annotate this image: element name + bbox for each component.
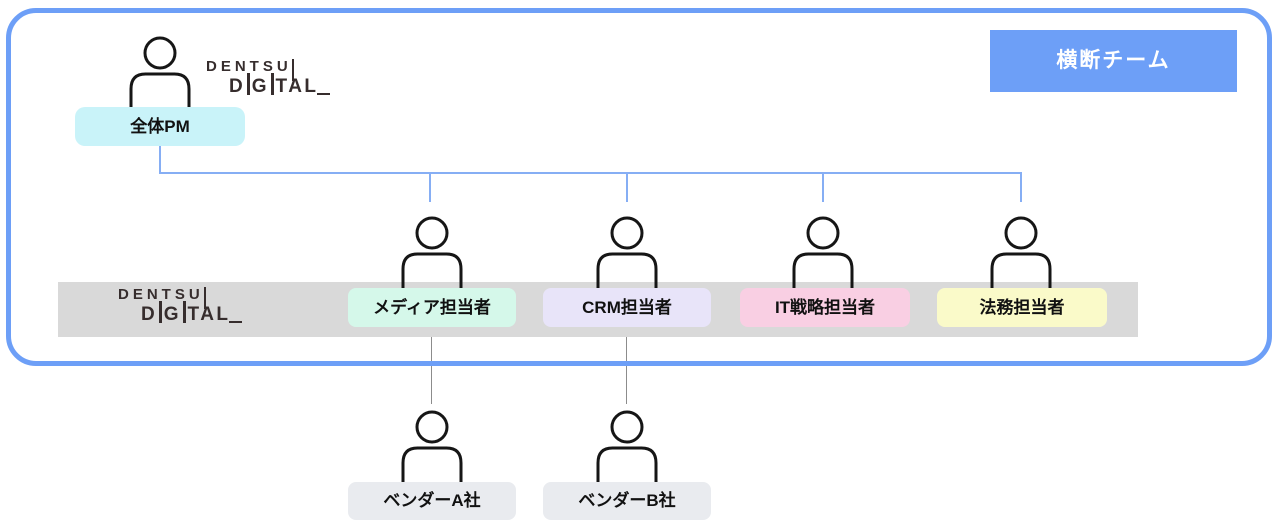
logo-bar-icon	[271, 73, 274, 95]
connector-pm-down	[159, 146, 161, 173]
connector-drop-legal	[1020, 174, 1022, 202]
cross-team-banner: 横断チーム	[990, 30, 1237, 92]
connector-vendor-b	[626, 328, 627, 404]
connector-drop-it	[822, 174, 824, 202]
logo-foot	[228, 320, 242, 323]
node-vendor-a: ベンダーA社	[348, 482, 516, 520]
logo-line1: DENTSU	[118, 286, 204, 303]
node-legal-lead: 法務担当者	[937, 288, 1107, 327]
node-it-strategy-lead: IT戦略担当者	[740, 288, 910, 327]
logo-bar-icon	[247, 73, 250, 95]
person-icon	[594, 410, 660, 482]
connector-vendor-a	[431, 328, 432, 404]
connector-drop-crm	[626, 174, 628, 202]
node-media-lead: メディア担当者	[348, 288, 516, 327]
person-icon	[594, 216, 660, 288]
person-icon	[399, 216, 465, 288]
node-crm-lead: CRM担当者	[543, 288, 711, 327]
connector-drop-media	[429, 174, 431, 202]
logo-foot	[316, 92, 330, 95]
logo-bar-icon	[183, 301, 186, 323]
node-vendor-b: ベンダーB社	[543, 482, 711, 520]
logo-bar-icon	[291, 59, 295, 81]
person-icon	[127, 36, 193, 108]
logo-line1: DENTSU	[206, 58, 292, 75]
person-icon	[399, 410, 465, 482]
person-icon	[790, 216, 856, 288]
logo-bar-icon	[203, 287, 207, 309]
logo-bar-icon	[159, 301, 162, 323]
person-icon	[988, 216, 1054, 288]
node-overall-pm: 全体PM	[75, 107, 245, 146]
connector-rail	[159, 172, 1022, 174]
